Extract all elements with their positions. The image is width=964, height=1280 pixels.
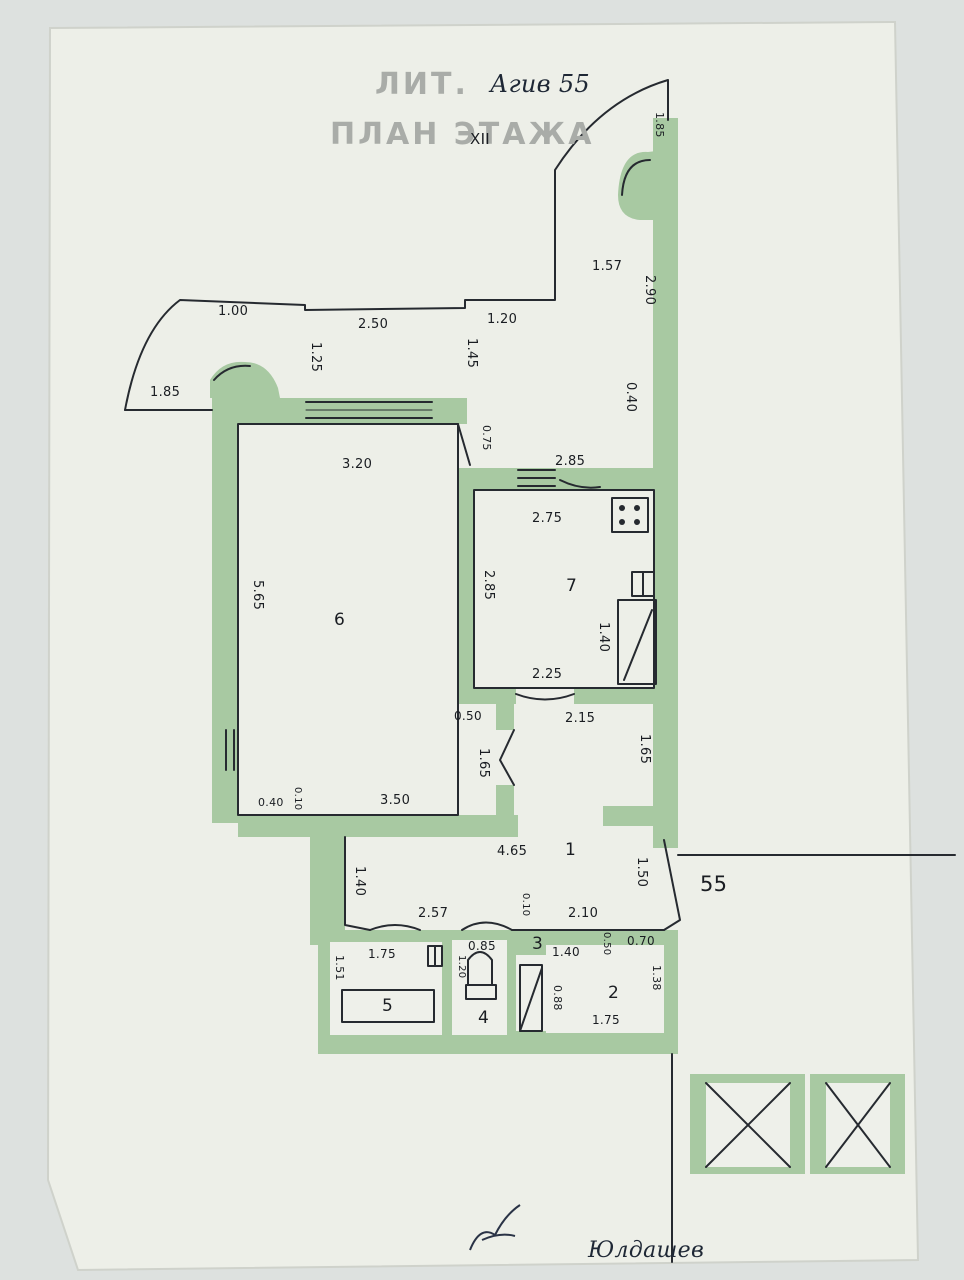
stove-icon xyxy=(619,505,640,525)
dim-hall-small: 0.50 xyxy=(454,709,482,723)
stamp-line-1: ЛИТ. xyxy=(375,67,469,102)
dim-loggia-right-top: 1.85 xyxy=(653,112,666,138)
dim-hall-left-depth: 1.40 xyxy=(352,866,367,897)
room-7-label: 7 xyxy=(566,576,578,596)
dim-kitchen-right: 1.40 xyxy=(596,622,611,653)
dim-room3-small: 0.50 xyxy=(601,932,612,956)
dim-room6-side: 5.65 xyxy=(250,580,265,611)
dim-bath-w: 1.75 xyxy=(368,947,396,961)
dim-room2-bottom: 1.75 xyxy=(592,1013,620,1027)
dim-hall-right-depth: 1.50 xyxy=(634,857,649,888)
dim-room2-left: 0.88 xyxy=(551,985,564,1011)
room-3-label: 3 xyxy=(532,934,544,954)
stamp-line-2: ПЛАН ЭТАЖА xyxy=(330,117,595,152)
dim-hall-width: 4.65 xyxy=(497,844,528,859)
dim-balcony-top-right: 1.20 xyxy=(487,312,518,327)
dim-room6-bottom: 3.50 xyxy=(380,793,411,808)
dim-bath-h: 1.51 xyxy=(333,955,346,981)
room-5-label: 5 xyxy=(382,996,394,1016)
dim-wc-h: 1.20 xyxy=(456,955,467,979)
dim-wc-w: 0.85 xyxy=(468,939,496,953)
dim-balcony-top-mid: 2.50 xyxy=(358,317,389,332)
dim-passage-small: 0.75 xyxy=(480,425,493,451)
dim-balcony-top-w: 1.00 xyxy=(218,304,249,319)
dim-room6-bottom-small: 0.10 xyxy=(292,787,303,811)
dim-hall-top: 2.15 xyxy=(565,711,596,726)
dim-room6-top: 3.20 xyxy=(342,457,373,472)
signature-name: Юлдашев xyxy=(588,1238,705,1263)
dim-room3-w: 1.40 xyxy=(552,945,580,959)
room-2-label: 2 xyxy=(608,983,620,1003)
dim-corridor-small: 0.10 xyxy=(520,893,531,917)
handwritten-title: Агив 55 xyxy=(490,70,590,98)
dim-loggia-right-inner: 1.57 xyxy=(592,259,623,274)
dim-corridor-right: 2.10 xyxy=(568,906,599,921)
floor-mark: XII xyxy=(470,130,491,148)
paper-sheet xyxy=(46,20,920,1272)
dim-kitchen-side: 2.85 xyxy=(481,570,496,601)
dim-kitchen-top-outer: 2.85 xyxy=(555,454,586,469)
room-6-label: 6 xyxy=(334,610,346,630)
room-4-label: 4 xyxy=(478,1008,490,1028)
dim-corridor-left: 2.57 xyxy=(418,906,449,921)
dim-balcony-depth-mid: 1.45 xyxy=(464,338,479,369)
room-1-label: 1 xyxy=(565,840,577,860)
dim-room6-bottom-left: 0.40 xyxy=(258,796,284,809)
dim-room2-top: 0.70 xyxy=(627,934,655,948)
dim-hall-left: 1.65 xyxy=(476,748,491,779)
stair-number: 55 xyxy=(700,872,728,896)
dim-balcony-depth-left: 1.25 xyxy=(308,342,323,373)
dim-room2-right: 1.38 xyxy=(650,965,663,991)
dim-hall-right: 1.65 xyxy=(637,734,652,765)
dim-balcony-left: 1.85 xyxy=(150,385,181,400)
plan-lines xyxy=(124,79,956,1263)
dim-loggia-right-small: 0.40 xyxy=(623,382,638,413)
signature-scribble-icon xyxy=(469,1204,521,1251)
dim-kitchen-top-inner: 2.75 xyxy=(532,511,563,526)
dim-kitchen-bottom: 2.25 xyxy=(532,667,563,682)
dim-loggia-right-height: 2.90 xyxy=(642,275,657,306)
